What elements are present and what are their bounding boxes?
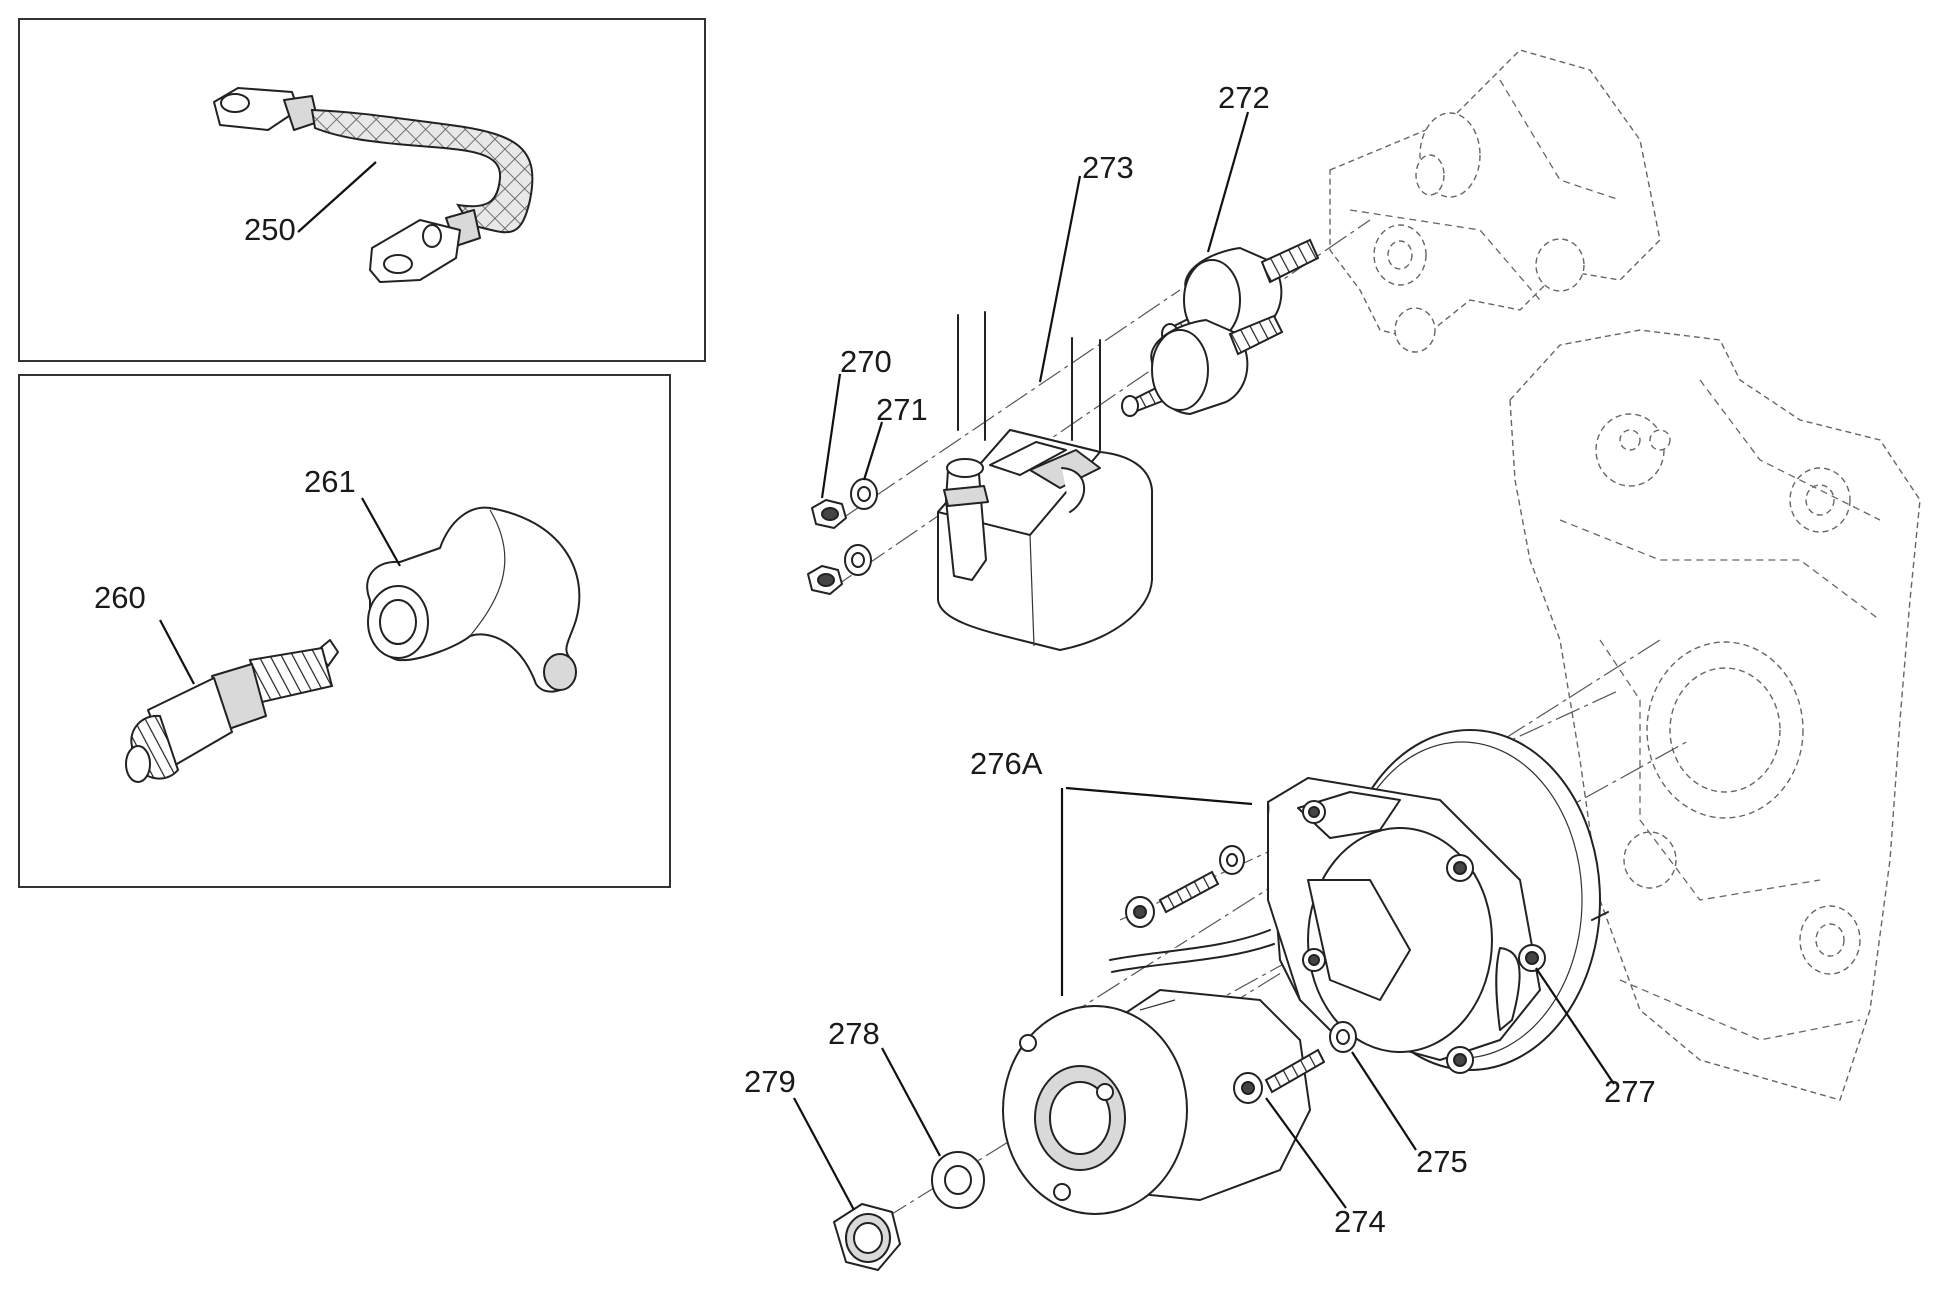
leader-270	[820, 373, 842, 499]
leader-271	[862, 421, 884, 481]
leader-279	[793, 1097, 855, 1211]
callout-274: 274	[1334, 1204, 1386, 1239]
callout-279: 279	[744, 1064, 796, 1099]
callout-273: 273	[1082, 150, 1134, 185]
leader-lines	[159, 111, 1615, 1211]
screw-lower-part	[1233, 1048, 1326, 1104]
callout-260: 260	[94, 580, 146, 615]
spark-plug-cap-part	[366, 506, 581, 693]
flywheel-rotor-part	[1002, 989, 1311, 1215]
nut-lower-part	[807, 565, 843, 595]
callout-278: 278	[828, 1016, 880, 1051]
leader-275	[1351, 1051, 1417, 1151]
leader-278	[881, 1047, 941, 1157]
leader-261	[361, 497, 401, 567]
stator-backplate-part	[1109, 729, 1609, 1074]
callout-270: 270	[840, 344, 892, 379]
engine-case-outline-lower	[1509, 329, 1921, 1101]
callout-275: 275	[1416, 1144, 1468, 1179]
rubber-mount-lower-part	[1121, 314, 1284, 417]
leader-272	[1206, 111, 1250, 253]
callout-271: 271	[876, 392, 928, 427]
nut-upper-part	[811, 499, 847, 529]
inset-box-spark-plug	[18, 374, 671, 888]
leader-250	[297, 161, 377, 233]
inset-box-ground-strap	[18, 18, 706, 362]
engine-case-outline-upper	[1329, 49, 1661, 353]
washer-lower-part	[844, 544, 872, 576]
leader-274	[1265, 1097, 1347, 1209]
callout-277: 277	[1604, 1074, 1656, 1109]
leader-273	[1038, 175, 1082, 383]
leader-277	[1535, 967, 1615, 1085]
spark-plug-part	[125, 639, 339, 783]
washer-upper-part	[850, 478, 878, 510]
ignition-coil-part	[937, 311, 1153, 651]
leader-260	[159, 619, 195, 685]
washer-275-part	[1329, 1021, 1357, 1053]
flywheel-nut-part	[833, 1203, 901, 1271]
ground-strap-part	[213, 87, 534, 283]
callout-261: 261	[304, 464, 356, 499]
screw-upper-part	[1125, 845, 1245, 928]
callout-276A: 276A	[970, 746, 1043, 781]
callout-272: 272	[1218, 80, 1270, 115]
callout-250: 250	[244, 212, 296, 247]
callout-labels: 250 261 260 273 272 270 271 276A 277 275…	[94, 80, 1656, 1239]
flywheel-washer-part	[931, 1151, 985, 1209]
leader-276A	[1065, 786, 1253, 806]
